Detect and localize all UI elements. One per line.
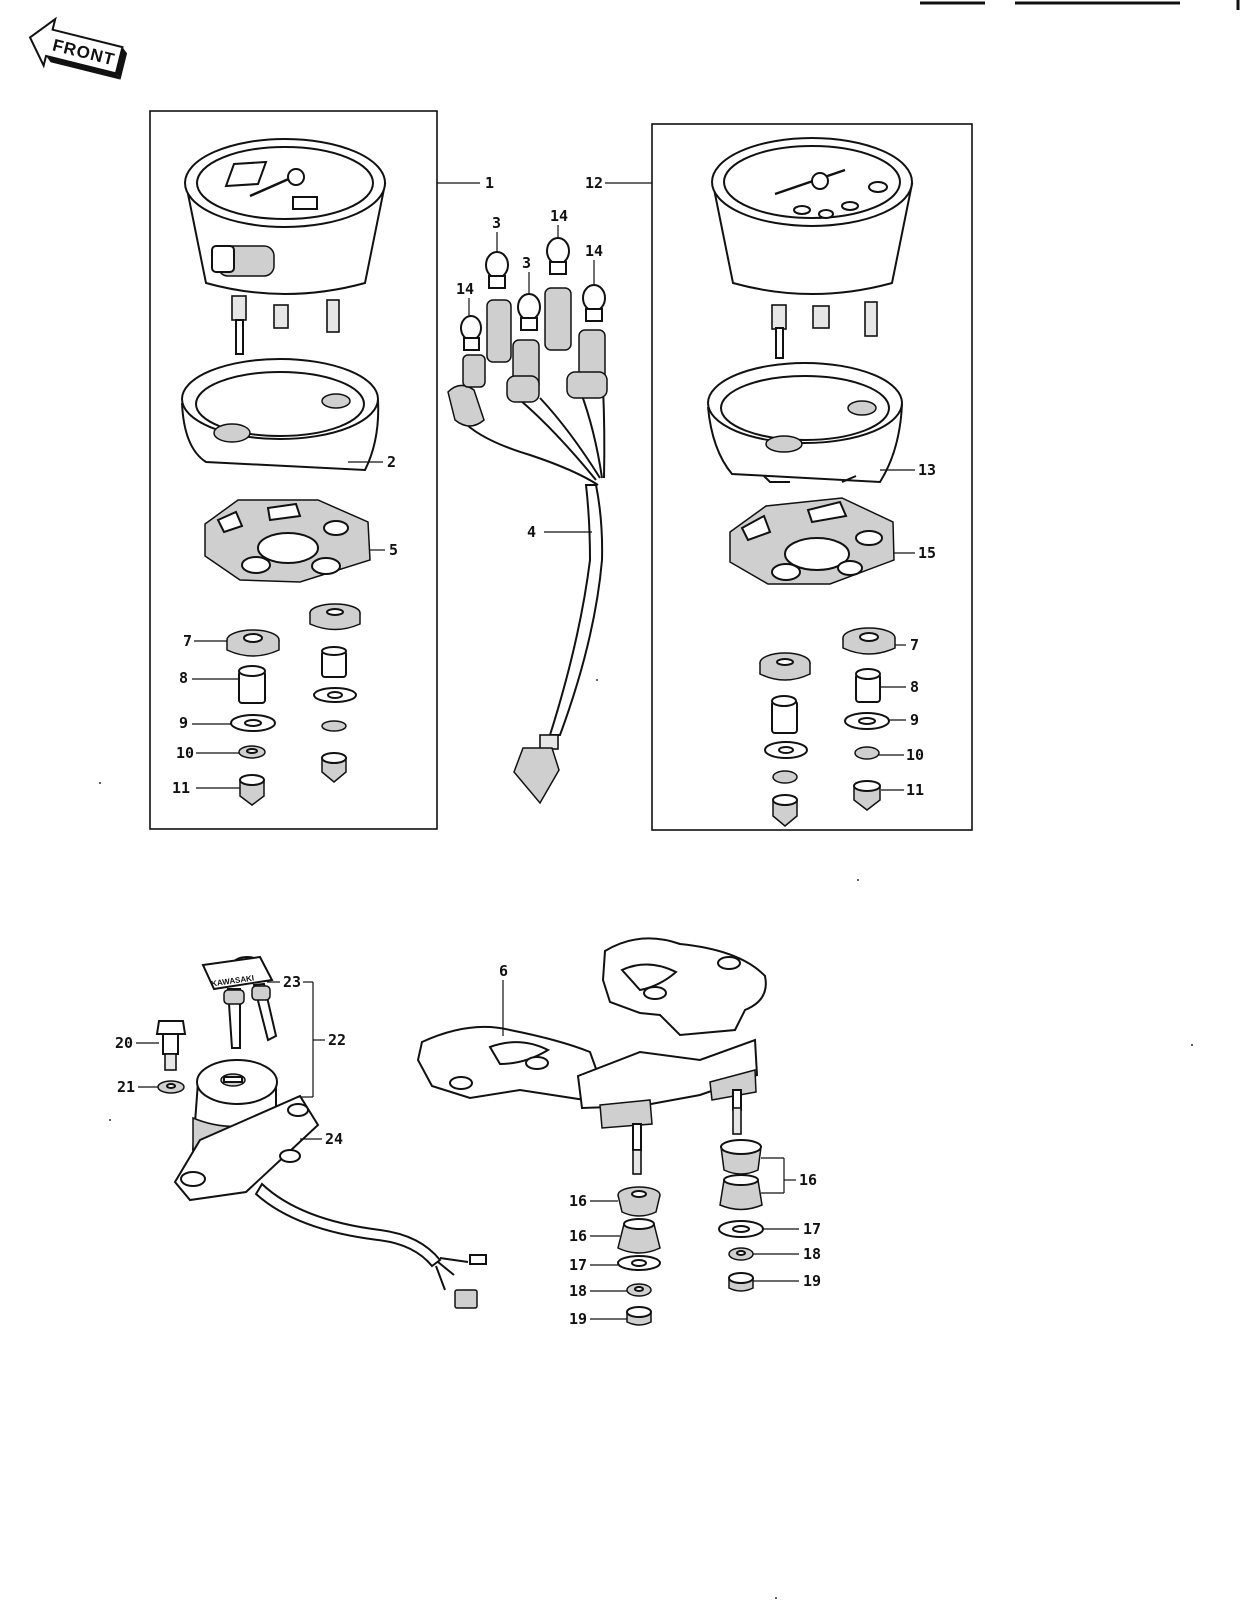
label-19a: 19 — [569, 1310, 587, 1328]
label-5: 5 — [389, 541, 398, 559]
tachometer-group-box — [651, 123, 973, 831]
label-9-right: 9 — [910, 711, 919, 729]
speedometer-cushion — [204, 499, 371, 583]
tachometer-lower-case — [707, 362, 903, 484]
label-3b: 3 — [522, 254, 531, 272]
label-12: 12 — [585, 174, 603, 192]
label-23: 23 — [283, 973, 301, 991]
label-22: 22 — [328, 1031, 346, 1049]
label-4: 4 — [527, 523, 536, 541]
label-3a: 3 — [492, 214, 501, 232]
label-14b: 14 — [585, 242, 603, 260]
label-21: 21 — [117, 1078, 135, 1096]
left-stack-a — [226, 629, 280, 806]
label-20: 20 — [115, 1034, 133, 1052]
label-17b: 17 — [803, 1220, 821, 1238]
label-1: 1 — [485, 174, 494, 192]
scan-marks — [920, 0, 1240, 10]
right-stack-b — [842, 627, 896, 811]
label-16c: 16 — [799, 1171, 817, 1189]
ignition-switch — [173, 1059, 487, 1309]
label-16b: 16 — [569, 1227, 587, 1245]
label-18a: 18 — [569, 1282, 587, 1300]
label-16a: 16 — [569, 1192, 587, 1210]
label-7-right: 7 — [910, 636, 919, 654]
label-24: 24 — [325, 1130, 343, 1148]
meter-bracket — [416, 937, 767, 1175]
label-7-left: 7 — [183, 632, 192, 650]
bracket-stack-right — [718, 1139, 764, 1292]
label-8-left: 8 — [179, 669, 188, 687]
label-13: 13 — [918, 461, 936, 479]
label-14a: 14 — [550, 207, 568, 225]
left-stack-b — [309, 603, 361, 783]
tachometer-cushion — [729, 497, 895, 585]
speedometer-group-box — [149, 110, 438, 830]
label-17a: 17 — [569, 1256, 587, 1274]
scan-specks — [99, 679, 1193, 1599]
label-11-left: 11 — [172, 779, 190, 797]
label-11-right: 11 — [906, 781, 924, 799]
front-arrow-icon: FRONT — [28, 16, 128, 80]
label-15: 15 — [918, 544, 936, 562]
speedometer-body — [184, 138, 387, 355]
bolt-and-washer — [155, 1020, 187, 1094]
label-6: 6 — [499, 962, 508, 980]
label-8-right: 8 — [910, 678, 919, 696]
label-19b: 19 — [803, 1272, 821, 1290]
label-18b: 18 — [803, 1245, 821, 1263]
label-2: 2 — [387, 453, 396, 471]
bulb-harness — [447, 237, 608, 805]
speedometer-lower-case — [181, 358, 380, 472]
label-10-left: 10 — [176, 744, 194, 762]
label-9-left: 9 — [179, 714, 188, 732]
right-stack-a — [759, 652, 811, 827]
bracket-stack-left — [617, 1186, 661, 1326]
tachometer-body — [711, 137, 914, 359]
label-10-right: 10 — [906, 746, 924, 764]
ignition-keys: KAWASAKI — [201, 955, 278, 1049]
label-14c: 14 — [456, 280, 474, 298]
